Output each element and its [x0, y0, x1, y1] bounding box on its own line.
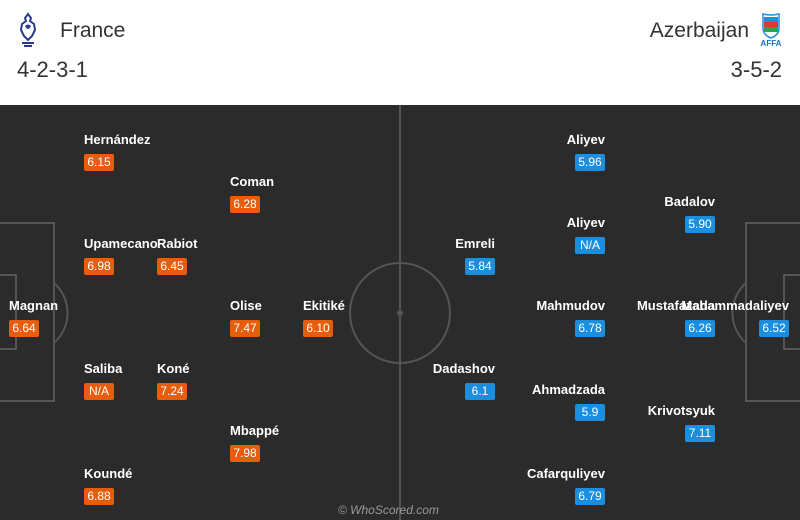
player-card[interactable]: Magnan 6.64: [9, 298, 79, 338]
watermark: © WhoScored.com: [338, 503, 439, 517]
player-rating: 5.96: [575, 154, 605, 171]
player-rating: 5.9: [575, 404, 605, 421]
player-name: Ahmadzada: [532, 382, 605, 397]
player-rating: N/A: [575, 237, 605, 254]
player-rating: N/A: [84, 383, 114, 400]
player-card[interactable]: Mahmudov 6.78: [505, 298, 605, 338]
player-card[interactable]: Olise 7.47: [230, 298, 300, 338]
home-formation: 4-2-3-1: [17, 57, 88, 82]
player-card[interactable]: Dadashov 6.1: [395, 361, 495, 401]
player-card[interactable]: Cafarquliyev 6.79: [505, 466, 605, 506]
player-rating: 6.45: [157, 258, 187, 275]
player-card[interactable]: Mbappé 7.98: [230, 423, 300, 463]
player-name: Rabiot: [157, 236, 198, 251]
player-card[interactable]: Rabiot 6.45: [157, 236, 227, 276]
player-name: Saliba: [84, 361, 123, 376]
player-rating: 6.15: [84, 154, 114, 171]
pitch: Hernández 6.15 Coman 6.28 Upamecano 6.98…: [0, 105, 800, 520]
player-name: Krivotsyuk: [647, 403, 715, 418]
player-card[interactable]: Mahammadaliyev 6.52: [660, 298, 789, 338]
player-name: Ekitiké: [303, 298, 345, 313]
player-name: Emreli: [455, 236, 495, 251]
player-card[interactable]: Hernández 6.15: [84, 132, 154, 172]
player-rating: 6.28: [230, 196, 260, 213]
player-rating: 6.79: [575, 488, 605, 505]
player-card[interactable]: Upamecano 6.98: [84, 236, 158, 276]
player-name: Dadashov: [432, 361, 495, 376]
player-name: Mustafazada: [636, 298, 715, 313]
player-rating: 5.84: [465, 258, 495, 275]
player-rating: 6.64: [9, 320, 39, 337]
player-name: Badalov: [664, 194, 715, 209]
player-card[interactable]: Coman 6.28: [230, 174, 300, 214]
away-team-name: Azerbaijan: [649, 19, 749, 42]
player-name: Koné: [157, 361, 190, 376]
player-card[interactable]: Saliba N/A: [84, 361, 154, 401]
player-rating: 6.1: [465, 383, 495, 400]
player-name: Aliyev: [566, 132, 605, 147]
player-rating: 6.88: [84, 488, 114, 505]
player-card[interactable]: Krivotsyuk 7.11: [615, 403, 715, 443]
player-rating: 6.98: [84, 258, 114, 275]
player-card[interactable]: Koné 7.24: [157, 361, 227, 401]
player-name: Hernández: [84, 132, 151, 147]
player-rating: 7.98: [230, 445, 260, 462]
player-name: Magnan: [9, 298, 59, 313]
player-name: Mahammadaliyev: [681, 298, 789, 313]
player-name: Cafarquliyev: [526, 466, 605, 481]
rooster-crest-icon: [19, 12, 37, 47]
player-name: Coman: [230, 174, 275, 189]
player-name: Koundé: [84, 466, 133, 481]
player-card[interactable]: Emreli 5.84: [395, 236, 495, 276]
player-rating: 6.10: [303, 320, 333, 337]
affa-crest-icon: AFFA: [758, 12, 784, 50]
player-name: Olise: [230, 298, 262, 313]
player-card[interactable]: Aliyev 5.96: [505, 132, 605, 172]
player-rating: 5.90: [685, 216, 715, 233]
player-name: Upamecano: [84, 236, 158, 251]
player-rating: 6.52: [759, 320, 789, 337]
player-name: Mahmudov: [536, 298, 605, 313]
player-card[interactable]: Ahmadzada 5.9: [505, 382, 605, 422]
player-rating: 6.78: [575, 320, 605, 337]
player-rating: 7.24: [157, 383, 187, 400]
player-card[interactable]: Mustafazada 6.26: [615, 298, 715, 338]
player-card[interactable]: Ekitiké 6.10: [303, 298, 373, 338]
player-rating: 7.11: [685, 425, 715, 442]
pitch-lines: [0, 105, 800, 520]
player-card[interactable]: Aliyev N/A: [505, 215, 605, 255]
home-team-name: France: [60, 19, 126, 42]
away-formation: 3-5-2: [730, 57, 782, 82]
player-card[interactable]: Koundé 6.88: [84, 466, 154, 506]
match-header: France 4-2-3-1 Azerbaijan AFFA 3-5-2: [0, 0, 800, 105]
player-rating: 7.47: [230, 320, 260, 337]
player-name: Aliyev: [566, 215, 605, 230]
player-name: Mbappé: [230, 423, 280, 438]
affa-crest-label: AFFA: [760, 39, 782, 48]
player-rating: 6.26: [685, 320, 715, 337]
player-card[interactable]: Badalov 5.90: [615, 194, 715, 234]
